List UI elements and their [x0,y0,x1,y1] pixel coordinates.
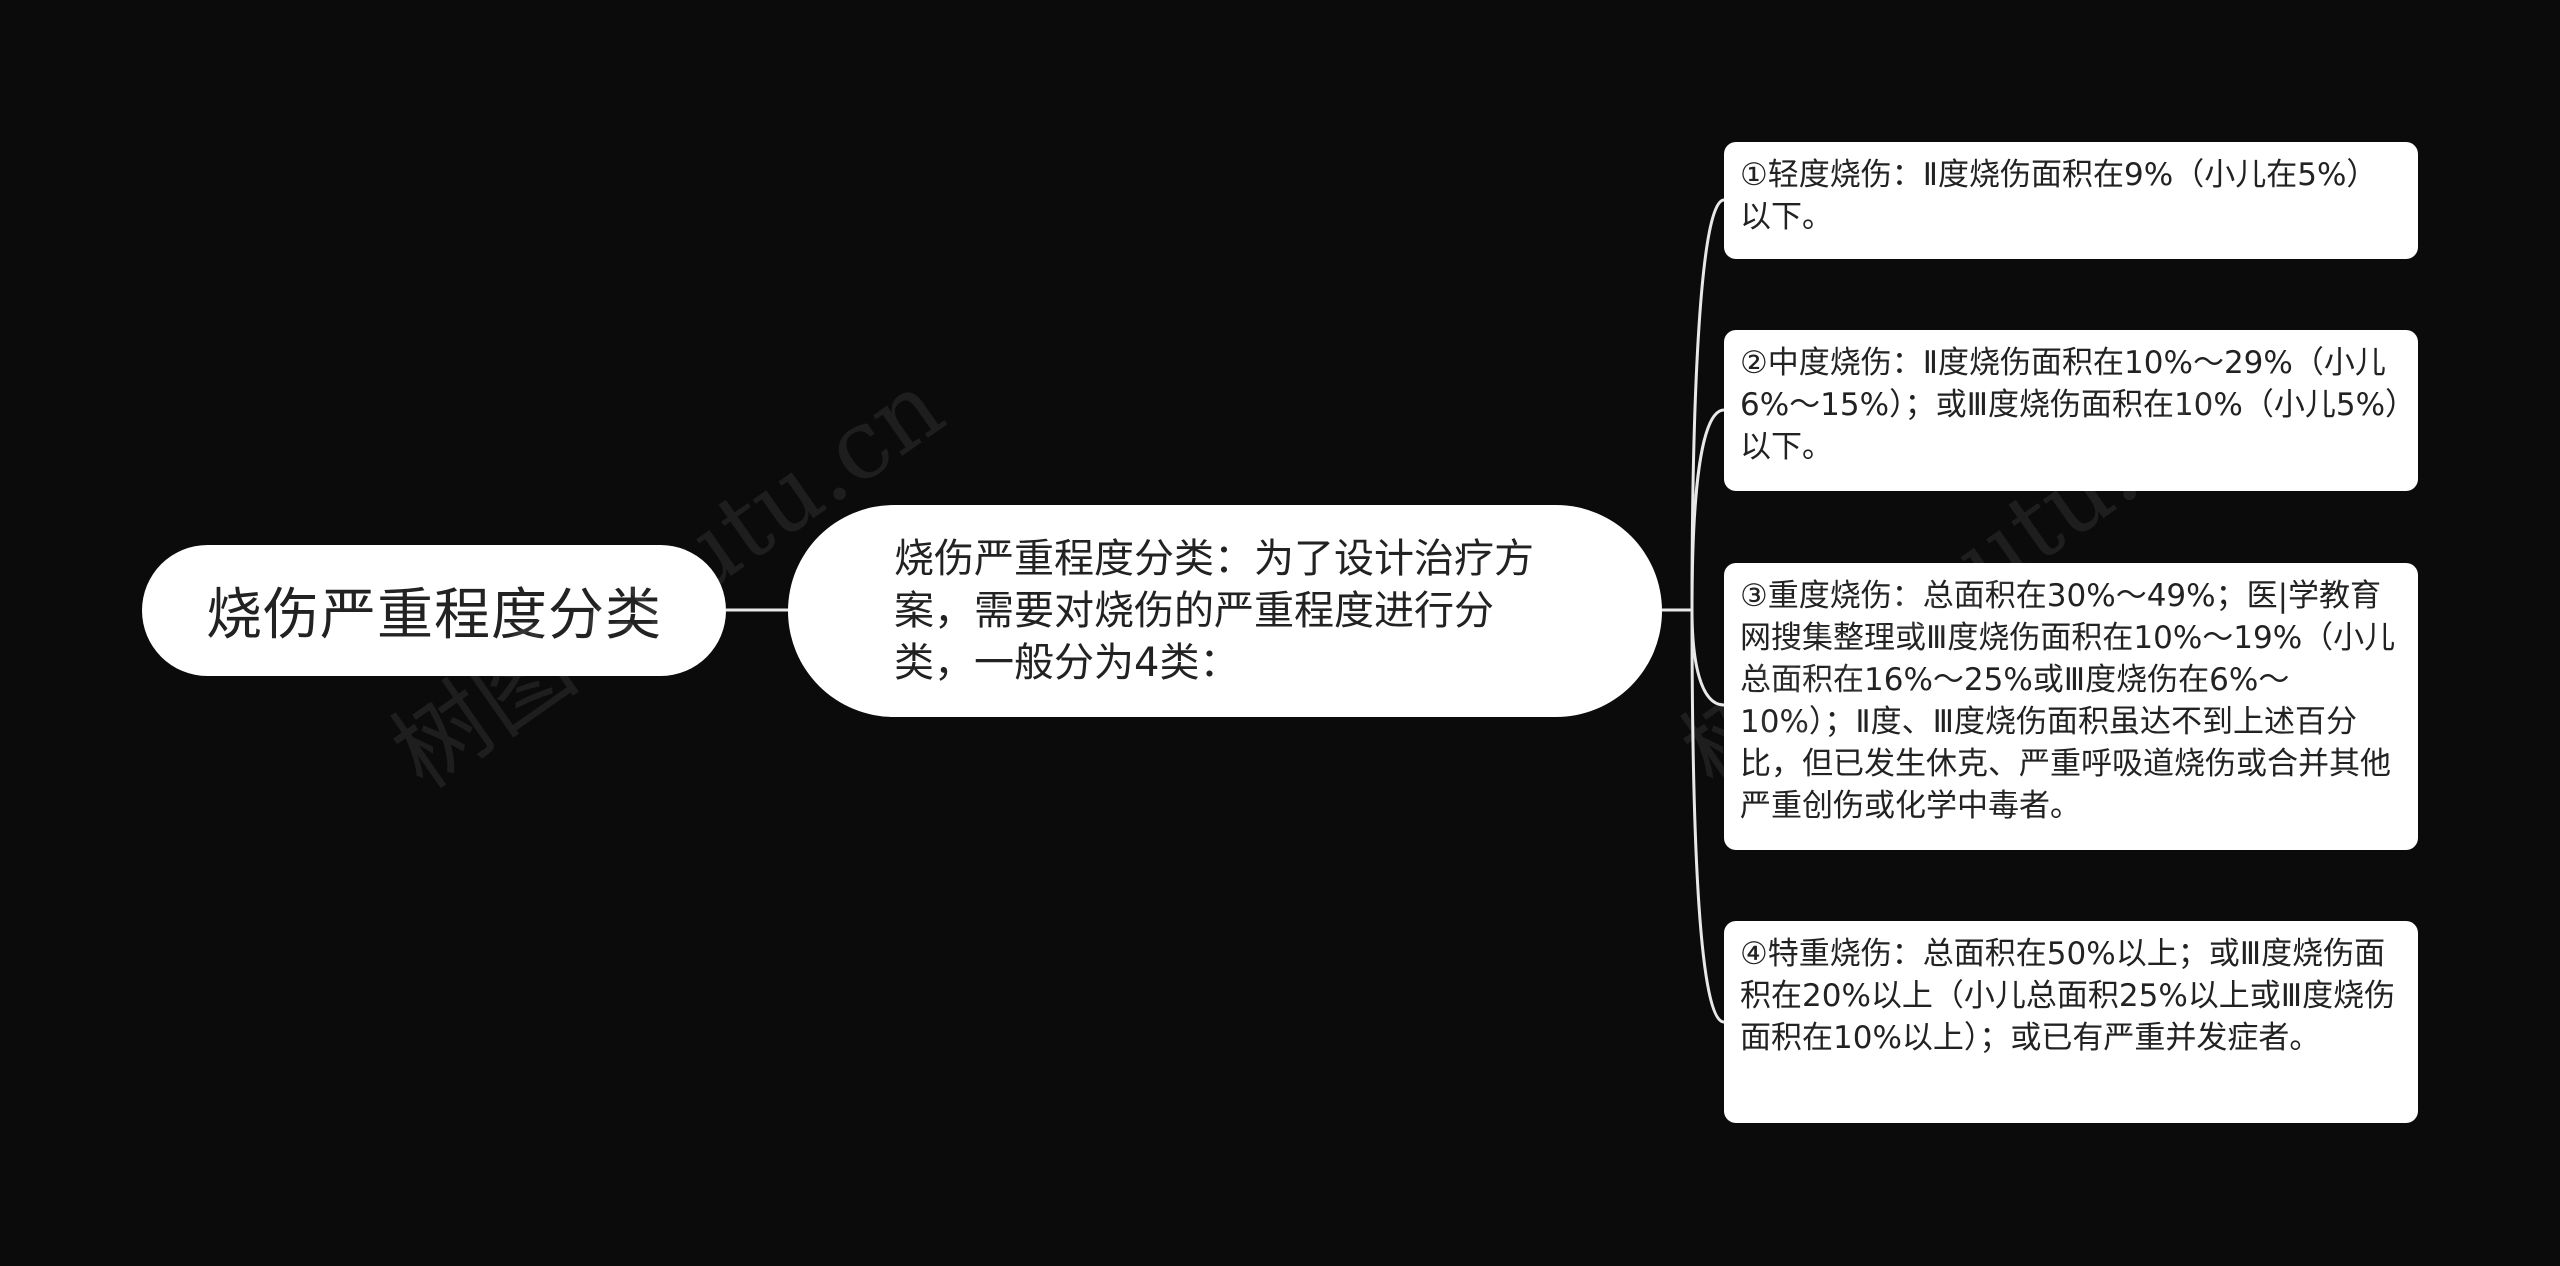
connector-leaf-2 [1690,408,1725,611]
connector-leaf-4 [1690,609,1725,1024]
leaf-node-severe[interactable]: ③重度烧伤：总面积在30%～49%；医|学教育网搜集整理或Ⅲ度烧伤面积在10%～… [1724,563,2418,850]
leaf-node-label: ②中度烧伤：Ⅱ度烧伤面积在10%～29%（小儿6%～15%）；或Ⅲ度烧伤面积在1… [1740,345,2401,465]
connector-leaf-1 [1690,198,1725,611]
connector-leaf-3 [1690,609,1725,707]
topic-node-label: 烧伤严重程度分类：为了设计治疗方案，需要对烧伤的严重程度进行分类，一般分为4类： [894,536,1534,686]
topic-node[interactable]: 烧伤严重程度分类：为了设计治疗方案，需要对烧伤的严重程度进行分类，一般分为4类： [788,505,1662,717]
leaf-node-moderate[interactable]: ②中度烧伤：Ⅱ度烧伤面积在10%～29%（小儿6%～15%）；或Ⅲ度烧伤面积在1… [1724,330,2418,491]
leaf-node-critical[interactable]: ④特重烧伤：总面积在50%以上；或Ⅲ度烧伤面积在20%以上（小儿总面积25%以上… [1724,921,2418,1123]
root-node-label: 烧伤严重程度分类 [206,583,662,648]
leaf-node-mild[interactable]: ①轻度烧伤：Ⅱ度烧伤面积在9%（小儿在5%）以下。 [1724,142,2418,259]
leaf-node-label: ①轻度烧伤：Ⅱ度烧伤面积在9%（小儿在5%）以下。 [1740,157,2378,235]
root-node[interactable]: 烧伤严重程度分类 [142,545,726,676]
leaf-node-label: ③重度烧伤：总面积在30%～49%；医|学教育网搜集整理或Ⅲ度烧伤面积在10%～… [1740,578,2396,824]
leaf-node-label: ④特重烧伤：总面积在50%以上；或Ⅲ度烧伤面积在20%以上（小儿总面积25%以上… [1740,936,2396,1056]
